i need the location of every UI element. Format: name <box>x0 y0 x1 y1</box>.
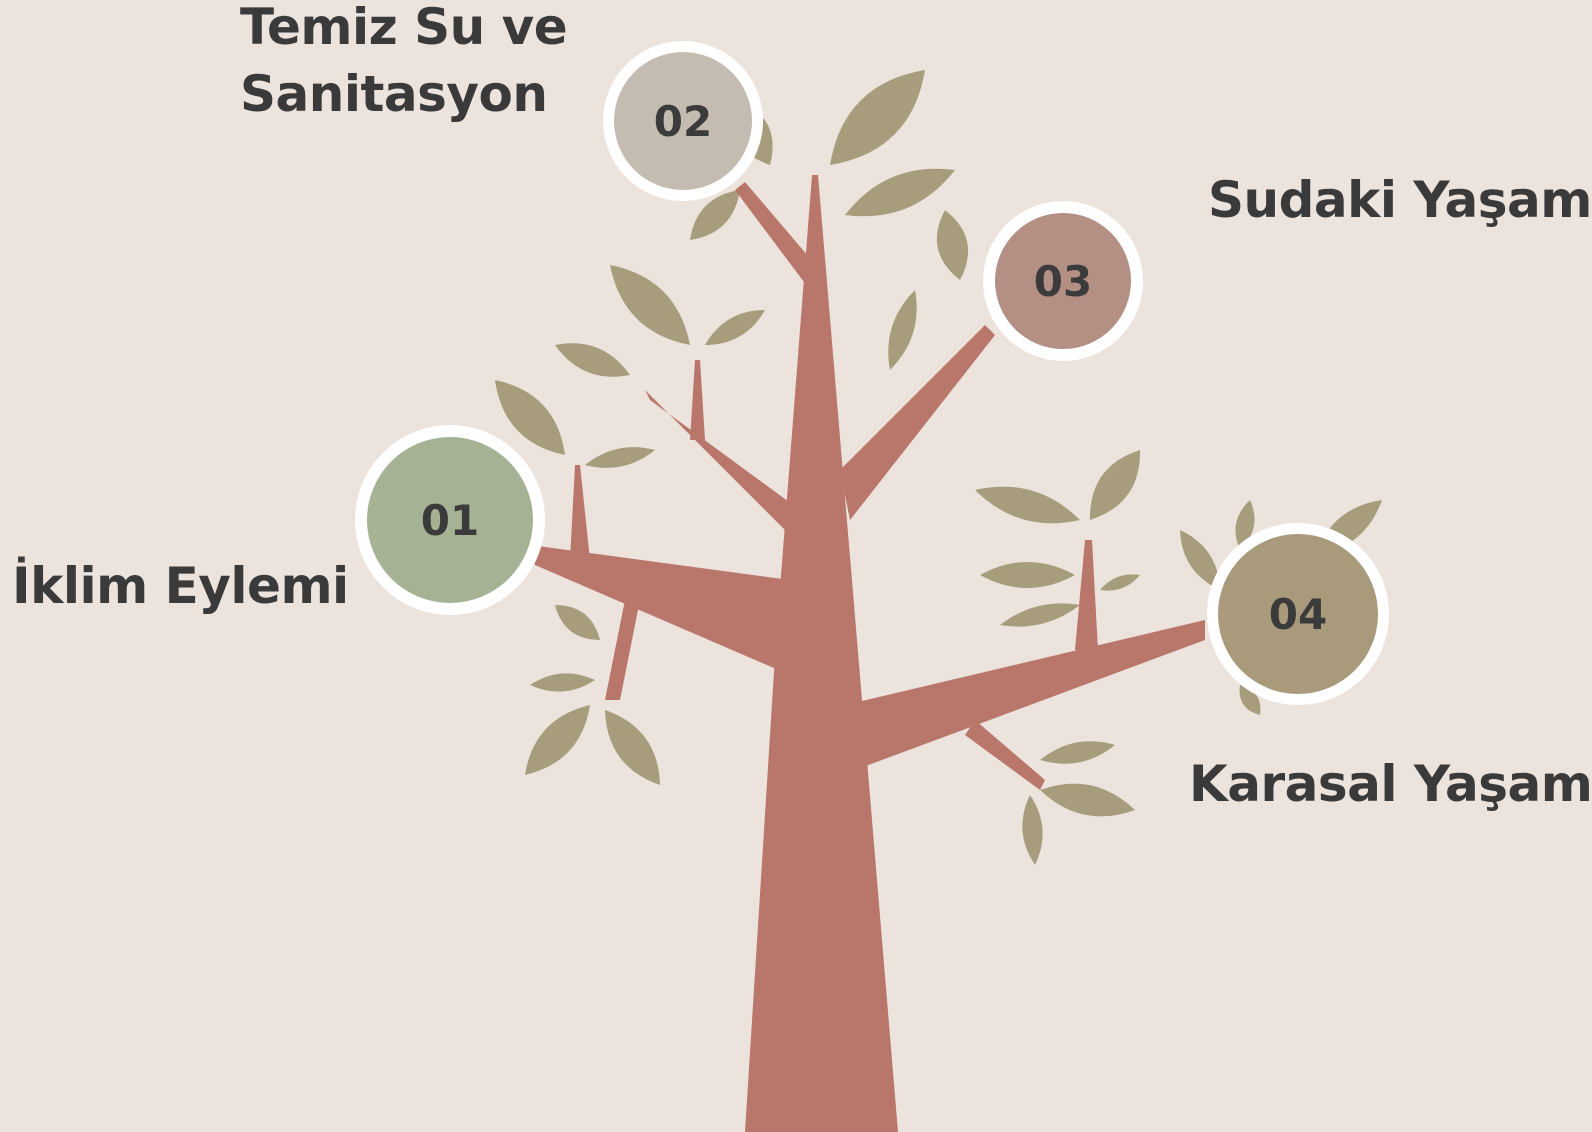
circle-fill-04 <box>1218 534 1378 694</box>
branch-shape <box>965 720 1045 790</box>
circle-number-04: 04 <box>1269 590 1327 639</box>
trunk-and-branches <box>530 175 1205 1132</box>
branch-shape <box>845 620 1205 770</box>
leaf-shape <box>1239 685 1261 715</box>
branch-shape <box>1075 540 1098 650</box>
label-temiz-su-line2: Sanitasyon <box>240 65 548 123</box>
circle-fill-02 <box>614 52 752 190</box>
leaf-shape <box>1089 450 1141 520</box>
leaf-shape <box>705 310 765 345</box>
branch-shape <box>735 182 820 290</box>
circle-number-01: 01 <box>421 496 479 545</box>
leaves-group <box>495 70 1382 865</box>
circle-fill-01 <box>367 437 533 603</box>
branch-shape <box>570 465 590 560</box>
leaf-shape <box>1022 795 1043 865</box>
leaf-shape <box>1000 603 1080 627</box>
leaf-shape <box>1100 574 1140 591</box>
branch-shape <box>645 390 815 560</box>
leaf-shape <box>555 605 600 640</box>
number-circles: 01 02 03 04 <box>355 41 1389 705</box>
leaf-shape <box>1180 530 1220 590</box>
branch-shape <box>840 325 995 520</box>
leaf-shape <box>1040 783 1135 817</box>
leaf-shape <box>1040 741 1115 764</box>
leaf-shape <box>690 190 740 240</box>
leaf-shape <box>936 210 969 280</box>
label-temiz-su-line1: Temiz Su ve <box>240 0 568 56</box>
leaf-shape <box>980 562 1075 588</box>
leaf-shape <box>585 447 655 468</box>
branch-shape <box>605 600 640 700</box>
leaf-shape <box>605 710 660 785</box>
leaf-shape <box>525 705 590 775</box>
leaf-shape <box>555 343 630 377</box>
leaf-shape <box>845 168 955 217</box>
leaf-shape <box>530 673 595 692</box>
label-karasal-yasam: Karasal Yaşam <box>1189 755 1592 813</box>
label-sudaki-yasam: Sudaki Yaşam <box>1208 171 1592 229</box>
leaf-shape <box>495 380 565 455</box>
label-iklim-eylemi: İklim Eylemi <box>12 557 349 615</box>
branch-shape <box>745 175 898 1132</box>
branch-shape <box>690 360 705 440</box>
circle-number-02: 02 <box>654 97 712 146</box>
circle-fill-03 <box>995 213 1131 349</box>
leaf-shape <box>610 265 690 345</box>
circle-number-03: 03 <box>1034 257 1092 306</box>
branch-shape <box>530 545 790 675</box>
leaf-shape <box>888 290 917 370</box>
leaf-shape <box>975 486 1080 524</box>
leaf-shape <box>830 70 925 165</box>
